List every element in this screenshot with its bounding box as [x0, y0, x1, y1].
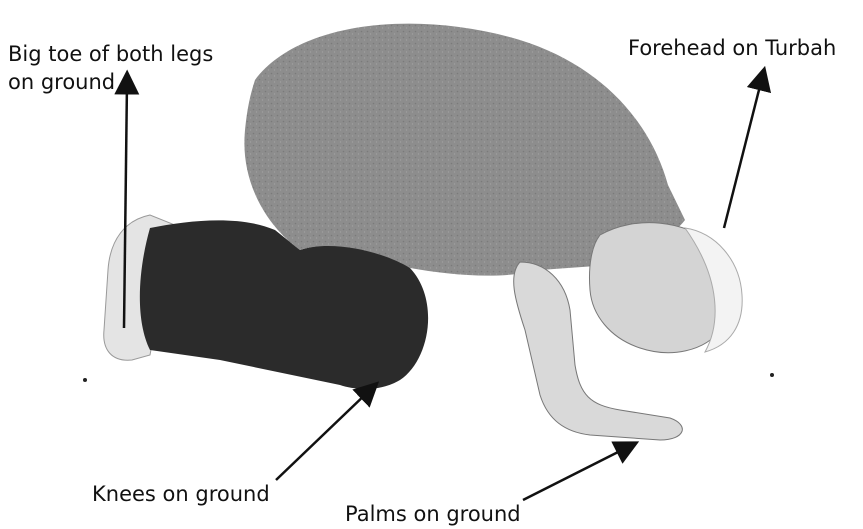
ground-speck: [770, 373, 774, 377]
arrow-palms: [523, 447, 628, 500]
big-toe-label: Big toe of both legs on ground: [8, 40, 213, 96]
big-toe-label-line2: on ground: [8, 68, 213, 96]
big-toe-label-line1: Big toe of both legs: [8, 40, 213, 68]
knees-label: Knees on ground: [92, 480, 270, 508]
forehead-label: Forehead on Turbah: [628, 34, 836, 62]
arrow-knees: [276, 390, 370, 480]
palms-label: Palms on ground: [345, 500, 521, 528]
ground-speck: [83, 378, 87, 382]
arrow-forehead: [724, 78, 762, 228]
